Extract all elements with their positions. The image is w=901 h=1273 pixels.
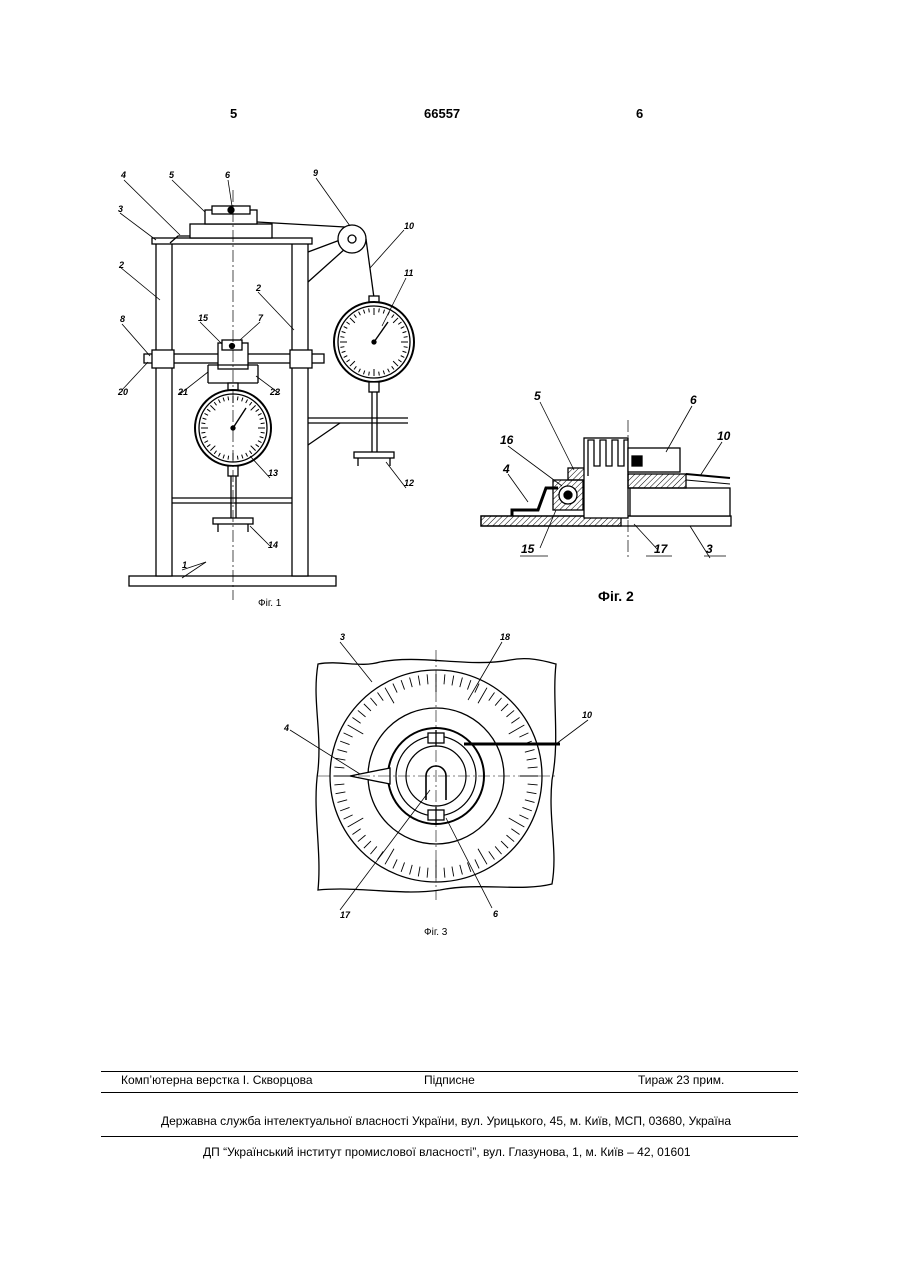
svg-text:15: 15 bbox=[521, 542, 535, 556]
svg-text:17: 17 bbox=[654, 542, 669, 556]
svg-text:17: 17 bbox=[340, 910, 351, 920]
footer-rule-1 bbox=[101, 1071, 798, 1072]
footer-circulation: Тираж 23 прим. bbox=[638, 1073, 724, 1087]
svg-text:12: 12 bbox=[404, 478, 414, 488]
svg-text:3: 3 bbox=[340, 632, 345, 642]
svg-text:10: 10 bbox=[582, 710, 592, 720]
svg-text:4: 4 bbox=[120, 170, 126, 180]
figure-2 bbox=[481, 402, 731, 560]
svg-text:13: 13 bbox=[268, 468, 278, 478]
svg-text:10: 10 bbox=[717, 429, 731, 443]
svg-text:14: 14 bbox=[268, 540, 278, 550]
svg-text:9: 9 bbox=[313, 168, 318, 178]
svg-text:2: 2 bbox=[118, 260, 124, 270]
figure-3-caption: Фіг. 3 bbox=[424, 927, 448, 938]
figure-1 bbox=[120, 178, 414, 600]
svg-text:22: 22 bbox=[269, 387, 280, 397]
svg-text:11: 11 bbox=[404, 268, 413, 278]
figure-3 bbox=[290, 642, 588, 910]
svg-text:10: 10 bbox=[404, 221, 414, 231]
figure-1-caption: Фіг. 1 bbox=[258, 598, 282, 609]
svg-text:16: 16 bbox=[500, 433, 514, 447]
footer-rule-2 bbox=[101, 1092, 798, 1093]
footer-institute: ДП “Український інститут промислової вла… bbox=[203, 1145, 691, 1159]
svg-text:5: 5 bbox=[169, 170, 175, 180]
svg-text:20: 20 bbox=[117, 387, 128, 397]
footer-rule-3 bbox=[101, 1136, 798, 1137]
svg-text:8: 8 bbox=[120, 314, 125, 324]
svg-text:5: 5 bbox=[534, 389, 541, 403]
svg-text:4: 4 bbox=[283, 723, 289, 733]
svg-text:21: 21 bbox=[177, 387, 188, 397]
svg-text:7: 7 bbox=[258, 313, 264, 323]
svg-text:18: 18 bbox=[500, 632, 510, 642]
footer-signed: Підписне bbox=[424, 1073, 475, 1087]
svg-text:4: 4 bbox=[502, 462, 510, 476]
footer-typesetting: Комп’ютерна верстка І. Скворцова bbox=[121, 1073, 313, 1087]
svg-text:15: 15 bbox=[198, 313, 209, 323]
figure-2-caption: Фіг. 2 bbox=[598, 588, 634, 604]
svg-text:3: 3 bbox=[118, 204, 123, 214]
svg-text:3: 3 bbox=[706, 542, 713, 556]
footer-office: Державна служба інтелектуальної власност… bbox=[161, 1114, 731, 1128]
svg-text:6: 6 bbox=[225, 170, 231, 180]
svg-text:2: 2 bbox=[255, 283, 261, 293]
svg-text:6: 6 bbox=[690, 393, 697, 407]
svg-text:6: 6 bbox=[493, 909, 499, 919]
